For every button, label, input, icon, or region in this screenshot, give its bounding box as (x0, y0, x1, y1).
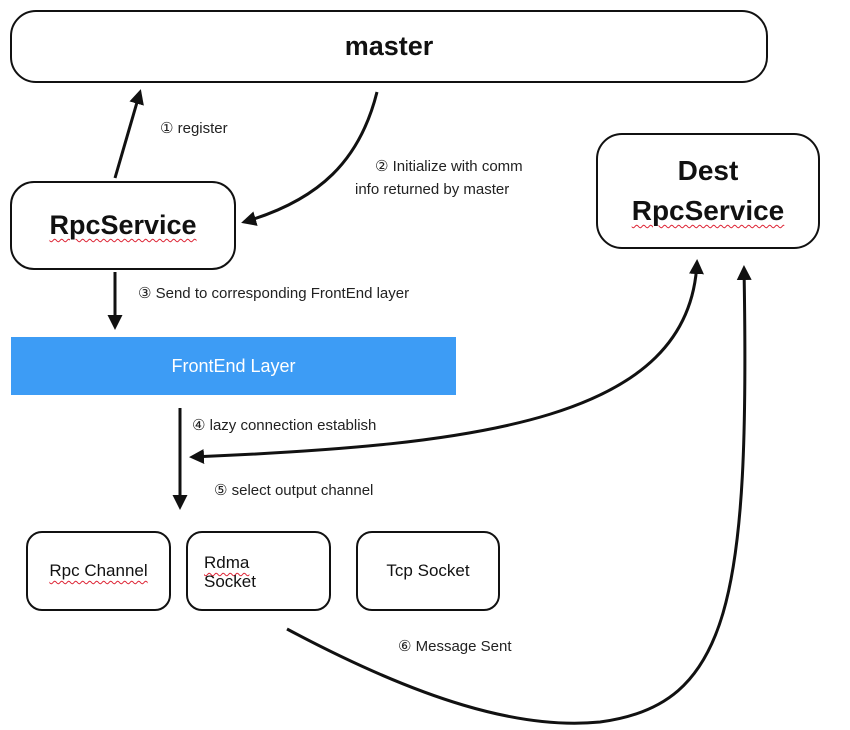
rpc-service-label: RpcService (49, 210, 197, 240)
step-send-frontend-label: ③ Send to corresponding FrontEnd layer (138, 285, 410, 302)
rpc-channel-label-text: Rpc Channel (49, 561, 148, 580)
master-label: master (344, 31, 434, 61)
step-select-channel-label: ⑤ select output channel (214, 482, 374, 499)
frontend-label: FrontEnd Layer (171, 355, 296, 376)
rdma-socket-node: Rdma Socket (186, 531, 331, 611)
rdma-label-line1: Rdma (204, 553, 250, 572)
arrow-message-sent (286, 265, 752, 725)
rpc-channel-label: Rpc Channel (49, 561, 147, 581)
arrow-initialize (241, 91, 379, 226)
rdma-socket-label: Rdma Socket (204, 553, 256, 591)
step-lazy-connection-label: ④ lazy connection establish (192, 417, 377, 434)
step-initialize-label-line1: ② Initialize with comm (375, 158, 523, 175)
step-initialize-label-line2: info returned by master (355, 181, 510, 198)
arrow-register (113, 89, 144, 179)
arrow-lazy-connection (189, 259, 704, 464)
rdma-label-line2: Socket (204, 572, 256, 591)
step-message-sent-label: ⑥ Message Sent (398, 638, 512, 655)
tcp-socket-label: Tcp Socket (386, 561, 470, 580)
dest-label-line1: Dest (677, 155, 739, 186)
dest-label-line2: RpcService (631, 195, 785, 226)
rpc-channel-node: Rpc Channel (26, 531, 171, 611)
rpc-service-node: RpcService (10, 181, 236, 270)
frontend-layer: FrontEnd Layer (11, 337, 456, 395)
step-register-label: ① register (160, 120, 228, 137)
tcp-socket-node: Tcp Socket (356, 531, 500, 611)
dest-rpc-service-node: Dest RpcService (596, 133, 820, 249)
master-node: master (10, 10, 768, 83)
